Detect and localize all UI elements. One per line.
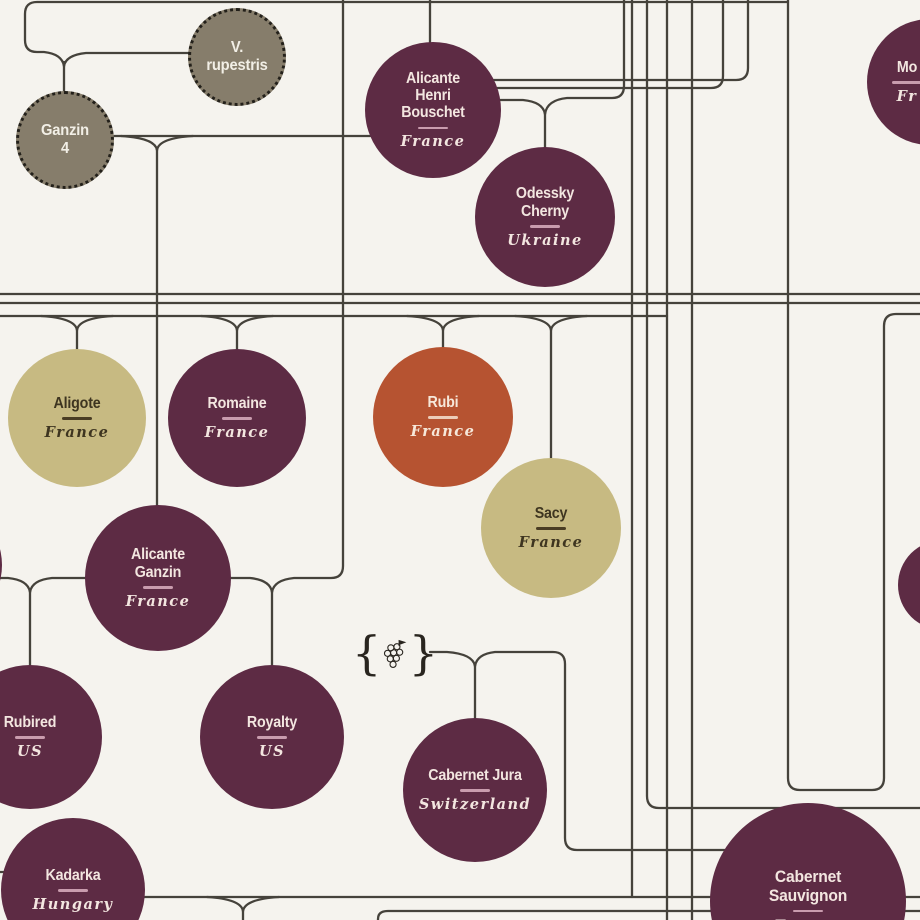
connector: [543, 0, 626, 116]
node-edge-node-right[interactable]: [898, 540, 920, 630]
divider-rule: [418, 126, 448, 130]
divider-rule: [536, 527, 566, 530]
node-country: France: [204, 423, 270, 441]
divider-rule: [892, 81, 920, 84]
node-country: Ukraine: [507, 231, 583, 249]
node-label: Royalty: [246, 714, 298, 732]
divider-rule: [460, 789, 490, 792]
node-label: Aligote: [53, 395, 101, 413]
node-label: Alicante Ganzin: [130, 546, 185, 581]
node-v-rupestris[interactable]: V. rupestris: [188, 8, 286, 106]
node-country: Switzerland: [418, 795, 532, 813]
node-country: France: [710, 916, 906, 920]
node-country: Hungary: [32, 895, 114, 913]
node-label: Cabernet Sauvignon: [768, 866, 848, 905]
node-label: Alicante Henri Bouschet: [401, 69, 465, 122]
node-country: France: [400, 133, 466, 151]
node-label: Sacy: [534, 505, 568, 523]
connector: [495, 0, 725, 90]
node-ganzin-4[interactable]: Ganzin 4: [16, 91, 114, 189]
node-label: Rubi: [427, 394, 459, 412]
divider-rule: [428, 416, 458, 419]
connector: [270, 0, 345, 594]
left-brace: {: [352, 626, 382, 680]
connector: [23, 0, 790, 68]
node-label: Cabernet Jura: [428, 767, 522, 785]
node-country: France: [125, 592, 191, 610]
right-brace: }: [408, 626, 438, 680]
node-label: V. rupestris: [206, 39, 268, 74]
connector: [786, 0, 920, 792]
node-country: Fr: [896, 87, 918, 105]
divider-rule: [143, 586, 173, 589]
node-label: Ganzin 4: [41, 122, 89, 157]
node-edge-node-left[interactable]: [0, 501, 2, 629]
divider-rule: [793, 909, 823, 913]
node-country: US: [16, 742, 44, 760]
divider-rule: [530, 225, 560, 228]
node-label: Kadarka: [45, 867, 101, 885]
divider-rule: [257, 736, 287, 739]
node-label: Romaine: [207, 395, 267, 413]
connector: [473, 650, 729, 852]
grape-cluster-icon: { }: [352, 620, 438, 690]
node-country: France: [518, 533, 584, 551]
grape-bunch-glyph: [384, 639, 407, 668]
node-label: Mo: [896, 59, 918, 77]
node-country: France: [410, 422, 476, 440]
node-country: France: [44, 423, 110, 441]
divider-rule: [58, 889, 88, 892]
divider-rule: [62, 417, 92, 420]
divider-rule: [15, 736, 45, 739]
node-label: Rubired: [3, 714, 57, 732]
divider-rule: [222, 417, 252, 420]
connector: [492, 0, 750, 82]
node-country: US: [258, 742, 286, 760]
node-label: Odessky Cherny: [515, 185, 575, 220]
connector: [376, 909, 920, 920]
connector: [645, 0, 920, 810]
node-cabernet-sauvignon[interactable]: Cabernet SauvignonFrance: [710, 803, 906, 920]
